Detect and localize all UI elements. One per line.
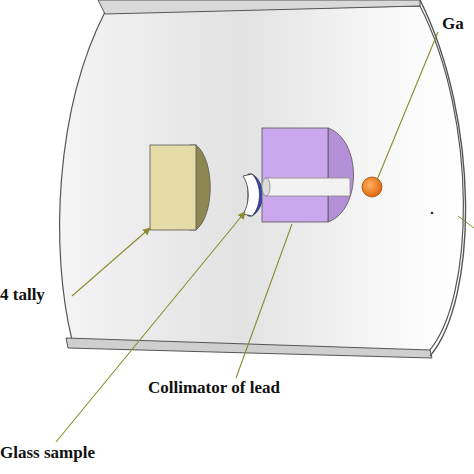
leader-line [236,224,292,378]
glass-sample [243,174,260,216]
tally-block [150,145,196,230]
hole-opening [262,178,270,196]
leader-arrow [56,212,245,442]
collimator-block [262,128,328,222]
leader-arrow [72,228,150,296]
shell-end-rim [420,0,466,356]
collimator-hole [266,178,350,196]
part-label: Glass sample [0,443,95,463]
shell-top-lip [98,0,420,14]
leader-line [458,216,474,228]
gamma-source [362,177,382,197]
part-label: Collimator of lead [148,378,280,398]
leader-line [377,32,438,180]
shell-dot [431,212,434,215]
collimator-side [328,128,354,222]
part-label: 4 tally [0,285,45,305]
cylinder-shell [60,6,464,352]
part-label: Ga [442,14,464,34]
